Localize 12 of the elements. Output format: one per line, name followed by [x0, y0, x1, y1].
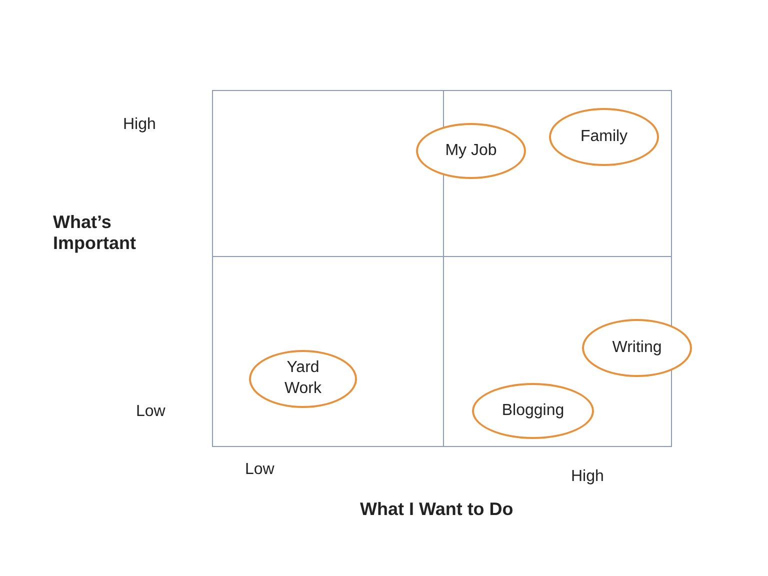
quadrant-box	[212, 256, 444, 447]
node-label: Yard Work	[283, 358, 323, 399]
axis-tick-label: High	[571, 468, 604, 486]
axis-title: What I Want to Do	[360, 499, 514, 520]
axis-title: What’s Important	[53, 212, 137, 254]
node-label: Family	[580, 126, 628, 147]
axis-tick-label: High	[123, 116, 156, 134]
node-label: My Job	[445, 140, 497, 161]
node-label: Writing	[612, 338, 662, 358]
axis-tick-label: Low	[136, 403, 166, 421]
node-label: Blogging	[502, 400, 564, 421]
axis-tick-label: Low	[245, 461, 274, 479]
